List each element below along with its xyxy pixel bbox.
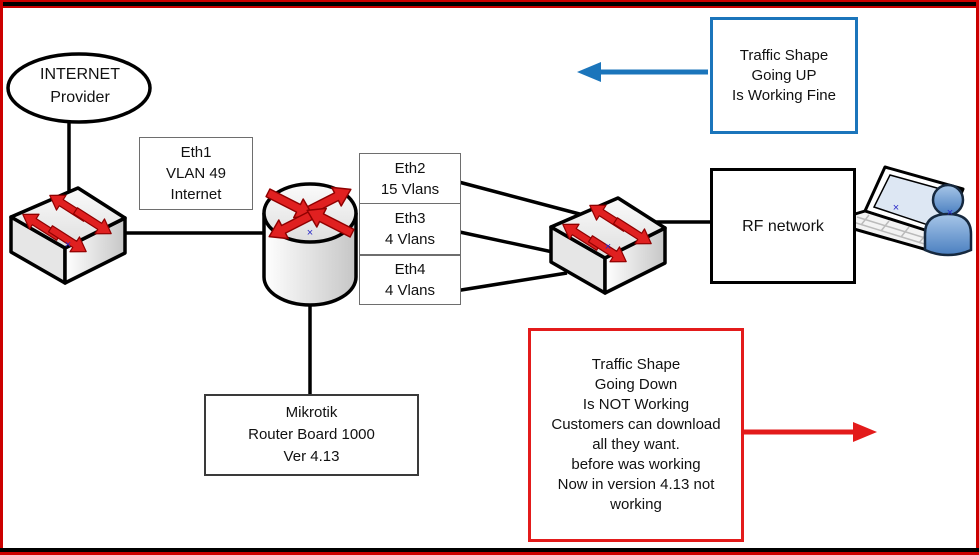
router-icon	[262, 179, 358, 307]
frame-bottom-border	[0, 552, 979, 555]
internet-provider-label: INTERNET Provider	[40, 66, 120, 106]
svg-text:×: ×	[307, 227, 313, 239]
red-right-arrow-icon	[740, 422, 877, 442]
eth1-box: Eth1 VLAN 49 Internet	[139, 137, 253, 210]
frame-right-border	[976, 0, 979, 555]
svg-text:×: ×	[947, 207, 953, 219]
frame-left-border	[0, 0, 3, 555]
traffic-up-note: Traffic Shape Going UP Is Working Fine	[710, 17, 858, 134]
svg-text:×: ×	[605, 241, 611, 253]
svg-text:×: ×	[893, 202, 899, 214]
rf-network-box: RF network	[710, 168, 856, 284]
traffic-down-note: Traffic Shape Going Down Is NOT Working …	[528, 328, 744, 542]
selection-x-markers: × × × × ×	[65, 202, 953, 253]
blue-left-arrow-icon	[577, 62, 708, 82]
frame-bottom-rule	[0, 548, 979, 552]
eth4-box: Eth4 4 Vlans	[359, 255, 461, 305]
network-switch-icon	[11, 188, 125, 283]
svg-text:×: ×	[65, 239, 71, 251]
mikrotik-router-box: Mikrotik Router Board 1000 Ver 4.13	[204, 394, 419, 476]
person-icon	[923, 183, 973, 257]
internet-provider-ellipse	[6, 52, 152, 124]
eth3-box: Eth3 4 Vlans	[359, 203, 461, 255]
eth2-box: Eth2 15 Vlans	[359, 153, 461, 205]
frame-top-band	[0, 0, 979, 8]
